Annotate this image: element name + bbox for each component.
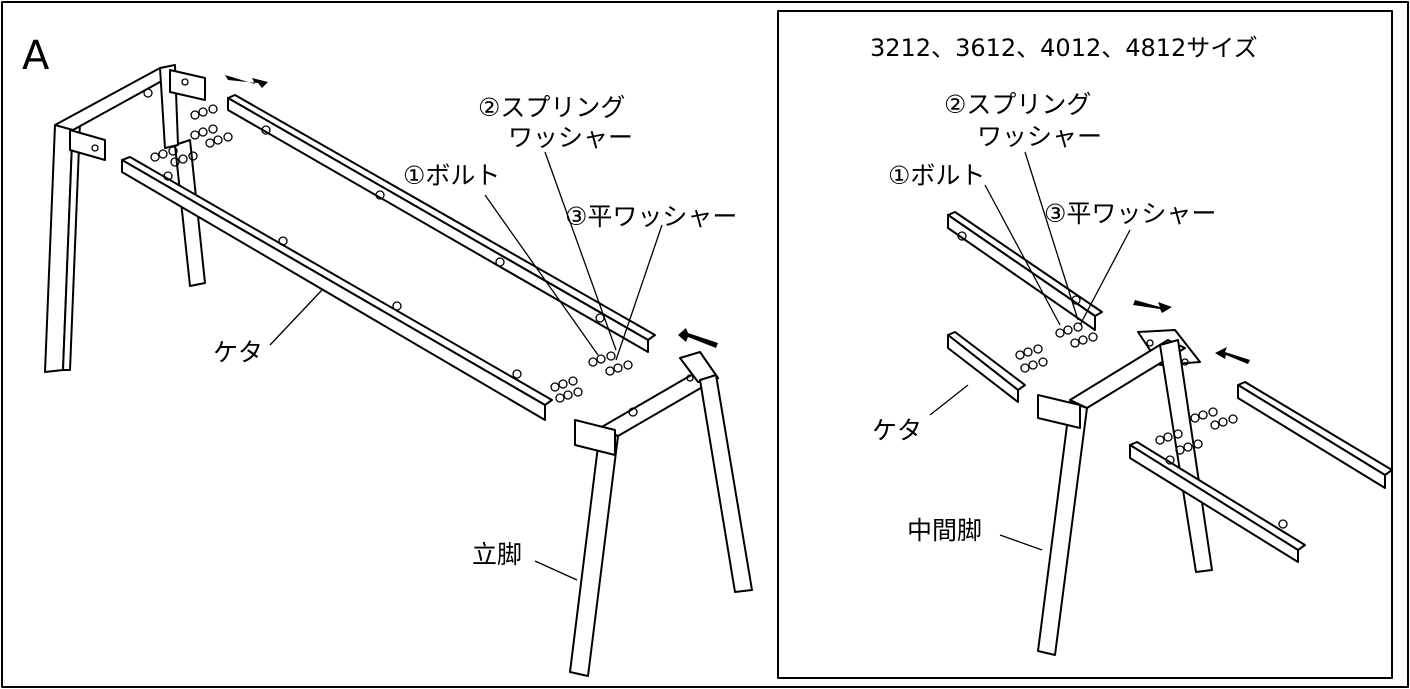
inset-upper-beam <box>947 211 1103 331</box>
inset-right-beam <box>1237 381 1393 489</box>
inset-lower-beam <box>1129 441 1306 563</box>
label-flat-washer: ③平ワッシャー <box>565 202 738 231</box>
bolt-sets-inset <box>1015 322 1238 455</box>
inset-frame <box>777 10 1393 679</box>
arrow-right <box>678 328 718 348</box>
leader-lines-inset <box>929 151 1131 551</box>
label-beam: ケタ <box>213 338 264 367</box>
right-leg-frame <box>569 351 753 677</box>
leader-lines-main <box>269 151 663 581</box>
label-standing-leg: 立脚 <box>472 540 523 569</box>
label-spring-washer-line2: ワッシャー <box>508 123 634 152</box>
inset-label-middle-leg: 中間脚 <box>907 516 983 545</box>
inset-label-beam: ケタ <box>872 416 923 445</box>
arrow-top <box>225 75 268 88</box>
label-spring-washer-line1: ②スプリング <box>478 93 626 122</box>
inset-middle-leg <box>1037 329 1213 656</box>
inset-arrow-left <box>1215 347 1250 364</box>
inset-label-spring-washer-line2: ワッシャー <box>977 122 1103 151</box>
section-letter: A <box>22 33 50 79</box>
inset-title: 3212、3612、4012、4812サイズ <box>870 34 1258 62</box>
bolt-sets-main <box>150 104 633 403</box>
inset-arrow-right <box>1133 300 1172 313</box>
inset-label-spring-washer-line1: ②スプリング <box>944 90 1092 119</box>
label-bolt: ①ボルト <box>403 161 501 190</box>
inset-left-beam <box>947 331 1026 403</box>
left-leg-frame <box>44 64 206 373</box>
inset-label-flat-washer: ③平ワッシャー <box>1044 199 1217 228</box>
inset-label-bolt: ①ボルト <box>888 161 986 190</box>
back-beam <box>227 94 656 353</box>
front-beam <box>121 156 553 421</box>
